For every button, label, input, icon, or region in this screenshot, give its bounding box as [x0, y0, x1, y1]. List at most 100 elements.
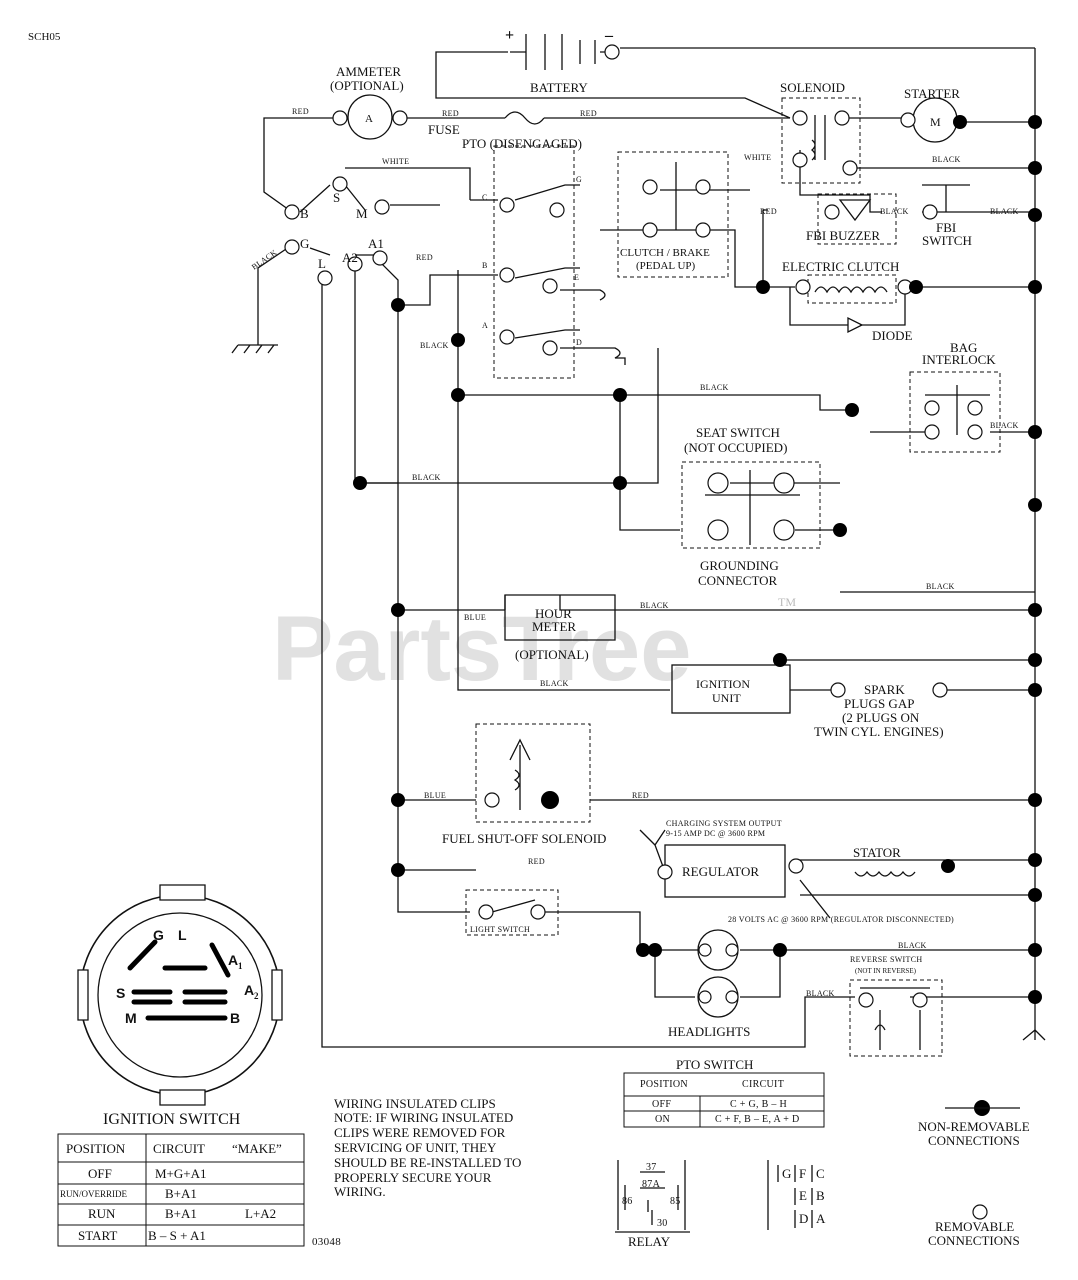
svg-text:BLACK: BLACK: [250, 248, 279, 272]
ignition-switch-title: IGNITION SWITCH: [103, 1111, 241, 1128]
svg-text:2: 2: [254, 991, 259, 1001]
svg-text:M+G+A1: M+G+A1: [155, 1166, 207, 1181]
svg-text:C: C: [816, 1166, 825, 1181]
svg-text:30: 30: [657, 1218, 668, 1229]
legend: NON-REMOVABLE CONNECTIONS REMOVABLE CONN…: [918, 1119, 1030, 1248]
svg-text:PLUGS GAP: PLUGS GAP: [844, 696, 914, 711]
seat-switch-label: SEAT SWITCH: [696, 425, 780, 440]
svg-text:RUN: RUN: [88, 1206, 116, 1221]
relay-symbol: 37 87A 86 85 30 RELAY: [615, 1160, 690, 1249]
svg-text:BLACK: BLACK: [640, 601, 669, 610]
fuse-label: FUSE: [428, 122, 460, 137]
ignition-unit-label: IGNITION: [696, 677, 750, 691]
svg-text:CLIPS WERE REMOVED FOR: CLIPS WERE REMOVED FOR: [334, 1125, 506, 1140]
svg-text:CIRCUIT: CIRCUIT: [742, 1079, 784, 1090]
svg-text:BLACK: BLACK: [898, 941, 927, 950]
svg-text:M: M: [356, 206, 368, 221]
svg-text:“MAKE”: “MAKE”: [232, 1141, 282, 1156]
svg-text:OFF: OFF: [88, 1166, 112, 1181]
svg-text:B: B: [230, 1010, 240, 1026]
battery-label: BATTERY: [530, 80, 588, 95]
stator-label: STATOR: [853, 845, 901, 860]
svg-text:B: B: [482, 261, 488, 270]
svg-text:POSITION: POSITION: [640, 1079, 688, 1090]
svg-text:RED: RED: [580, 109, 597, 118]
battery-plus: +: [505, 27, 514, 44]
svg-text:RED: RED: [760, 207, 777, 216]
light-switch-label: LIGHT SWITCH: [470, 925, 530, 934]
svg-text:C: C: [482, 193, 488, 202]
svg-text:A: A: [365, 113, 373, 125]
relay-label: RELAY: [628, 1234, 671, 1249]
svg-text:WHITE: WHITE: [382, 157, 409, 166]
svg-text:BLACK: BLACK: [926, 582, 955, 591]
svg-text:RUN/OVERRIDE: RUN/OVERRIDE: [60, 1189, 128, 1199]
svg-text:(NOT IN REVERSE): (NOT IN REVERSE): [855, 967, 917, 975]
svg-text:CIRCUIT: CIRCUIT: [153, 1141, 205, 1156]
svg-text:F: F: [799, 1166, 806, 1181]
fuel-solenoid-label: FUEL SHUT-OFF SOLENOID: [442, 831, 606, 846]
svg-text:A1: A1: [368, 236, 384, 251]
svg-text:(PEDAL UP): (PEDAL UP): [636, 260, 696, 272]
svg-text:RED: RED: [528, 857, 545, 866]
svg-text:PROPERLY SECURE YOUR: PROPERLY SECURE YOUR: [334, 1170, 492, 1185]
pto-label: PTO (DISENGAGED): [462, 136, 582, 151]
svg-text:E: E: [799, 1188, 807, 1203]
svg-text:B: B: [300, 206, 309, 221]
svg-text:BLACK: BLACK: [806, 989, 835, 998]
starter-label: STARTER: [904, 86, 960, 101]
svg-text:RED: RED: [632, 791, 649, 800]
svg-text:BLACK: BLACK: [990, 421, 1019, 430]
svg-text:TWIN CYL. ENGINES): TWIN CYL. ENGINES): [814, 724, 944, 739]
svg-text:BLACK: BLACK: [880, 207, 909, 216]
svg-text:START: START: [78, 1228, 117, 1243]
reverse-switch-label: REVERSE SWITCH: [850, 955, 922, 964]
svg-text:BLUE: BLUE: [464, 613, 486, 622]
svg-text:SERVICING OF UNIT, THEY: SERVICING OF UNIT, THEY: [334, 1140, 497, 1155]
headlights-label: HEADLIGHTS: [668, 1024, 750, 1039]
labels: + – BATTERY AMMETER (OPTIONAL) A FUSE SO…: [250, 27, 1019, 1039]
svg-text:BLACK: BLACK: [412, 473, 441, 482]
regulator-label: REGULATOR: [682, 864, 759, 879]
svg-text:NON-REMOVABLE: NON-REMOVABLE: [918, 1119, 1030, 1134]
ammeter-optional: (OPTIONAL): [330, 78, 404, 93]
wiring-note: WIRING INSULATED CLIPS NOTE: IF WIRING I…: [334, 1096, 521, 1199]
svg-text:E: E: [574, 273, 579, 282]
electric-clutch-label: ELECTRIC CLUTCH: [782, 259, 899, 274]
svg-text:BLACK: BLACK: [420, 341, 449, 350]
svg-text:REMOVABLE: REMOVABLE: [935, 1219, 1014, 1234]
svg-text:BLACK: BLACK: [932, 155, 961, 164]
svg-text:G: G: [153, 927, 164, 943]
svg-text:A: A: [816, 1211, 826, 1226]
svg-text:METER: METER: [532, 619, 576, 634]
svg-text:B – S + A1: B – S + A1: [148, 1228, 206, 1243]
svg-text:BLACK: BLACK: [540, 679, 569, 688]
svg-text:M: M: [930, 115, 941, 129]
svg-text:9-15 AMP DC @ 3600 RPM: 9-15 AMP DC @ 3600 RPM: [666, 829, 765, 838]
svg-text:B+A1: B+A1: [165, 1186, 197, 1201]
svg-text:D: D: [799, 1211, 808, 1226]
terminals: [284, 44, 988, 1220]
svg-text:BLUE: BLUE: [424, 791, 446, 800]
svg-text:UNIT: UNIT: [712, 691, 741, 705]
svg-text:L: L: [178, 927, 187, 943]
svg-text:SWITCH: SWITCH: [922, 233, 972, 248]
svg-text:BLACK: BLACK: [990, 207, 1019, 216]
svg-text:WIRING INSULATED CLIPS: WIRING INSULATED CLIPS: [334, 1096, 496, 1111]
legend-open-circle: [972, 1204, 988, 1220]
svg-text:RED: RED: [416, 253, 433, 262]
spark-plugs-label: SPARK: [864, 682, 905, 697]
svg-text:85: 85: [670, 1196, 681, 1207]
svg-text:INTERLOCK: INTERLOCK: [922, 352, 996, 367]
ignition-switch-face: G L A 1 S A 2 M B IGNITION SWITCH: [77, 884, 283, 1128]
svg-text:A2: A2: [342, 250, 358, 265]
wiring: [231, 34, 1046, 1048]
svg-text:CONNECTOR: CONNECTOR: [698, 573, 778, 588]
solenoid-label: SOLENOID: [780, 80, 845, 95]
watermark-tm: TM: [778, 595, 796, 609]
watermark-text: PartsTree: [272, 598, 691, 700]
svg-text:A: A: [482, 321, 488, 330]
svg-text:PTO SWITCH: PTO SWITCH: [676, 1057, 753, 1072]
svg-text:NOTE: IF WIRING INSULATED: NOTE: IF WIRING INSULATED: [334, 1110, 513, 1125]
